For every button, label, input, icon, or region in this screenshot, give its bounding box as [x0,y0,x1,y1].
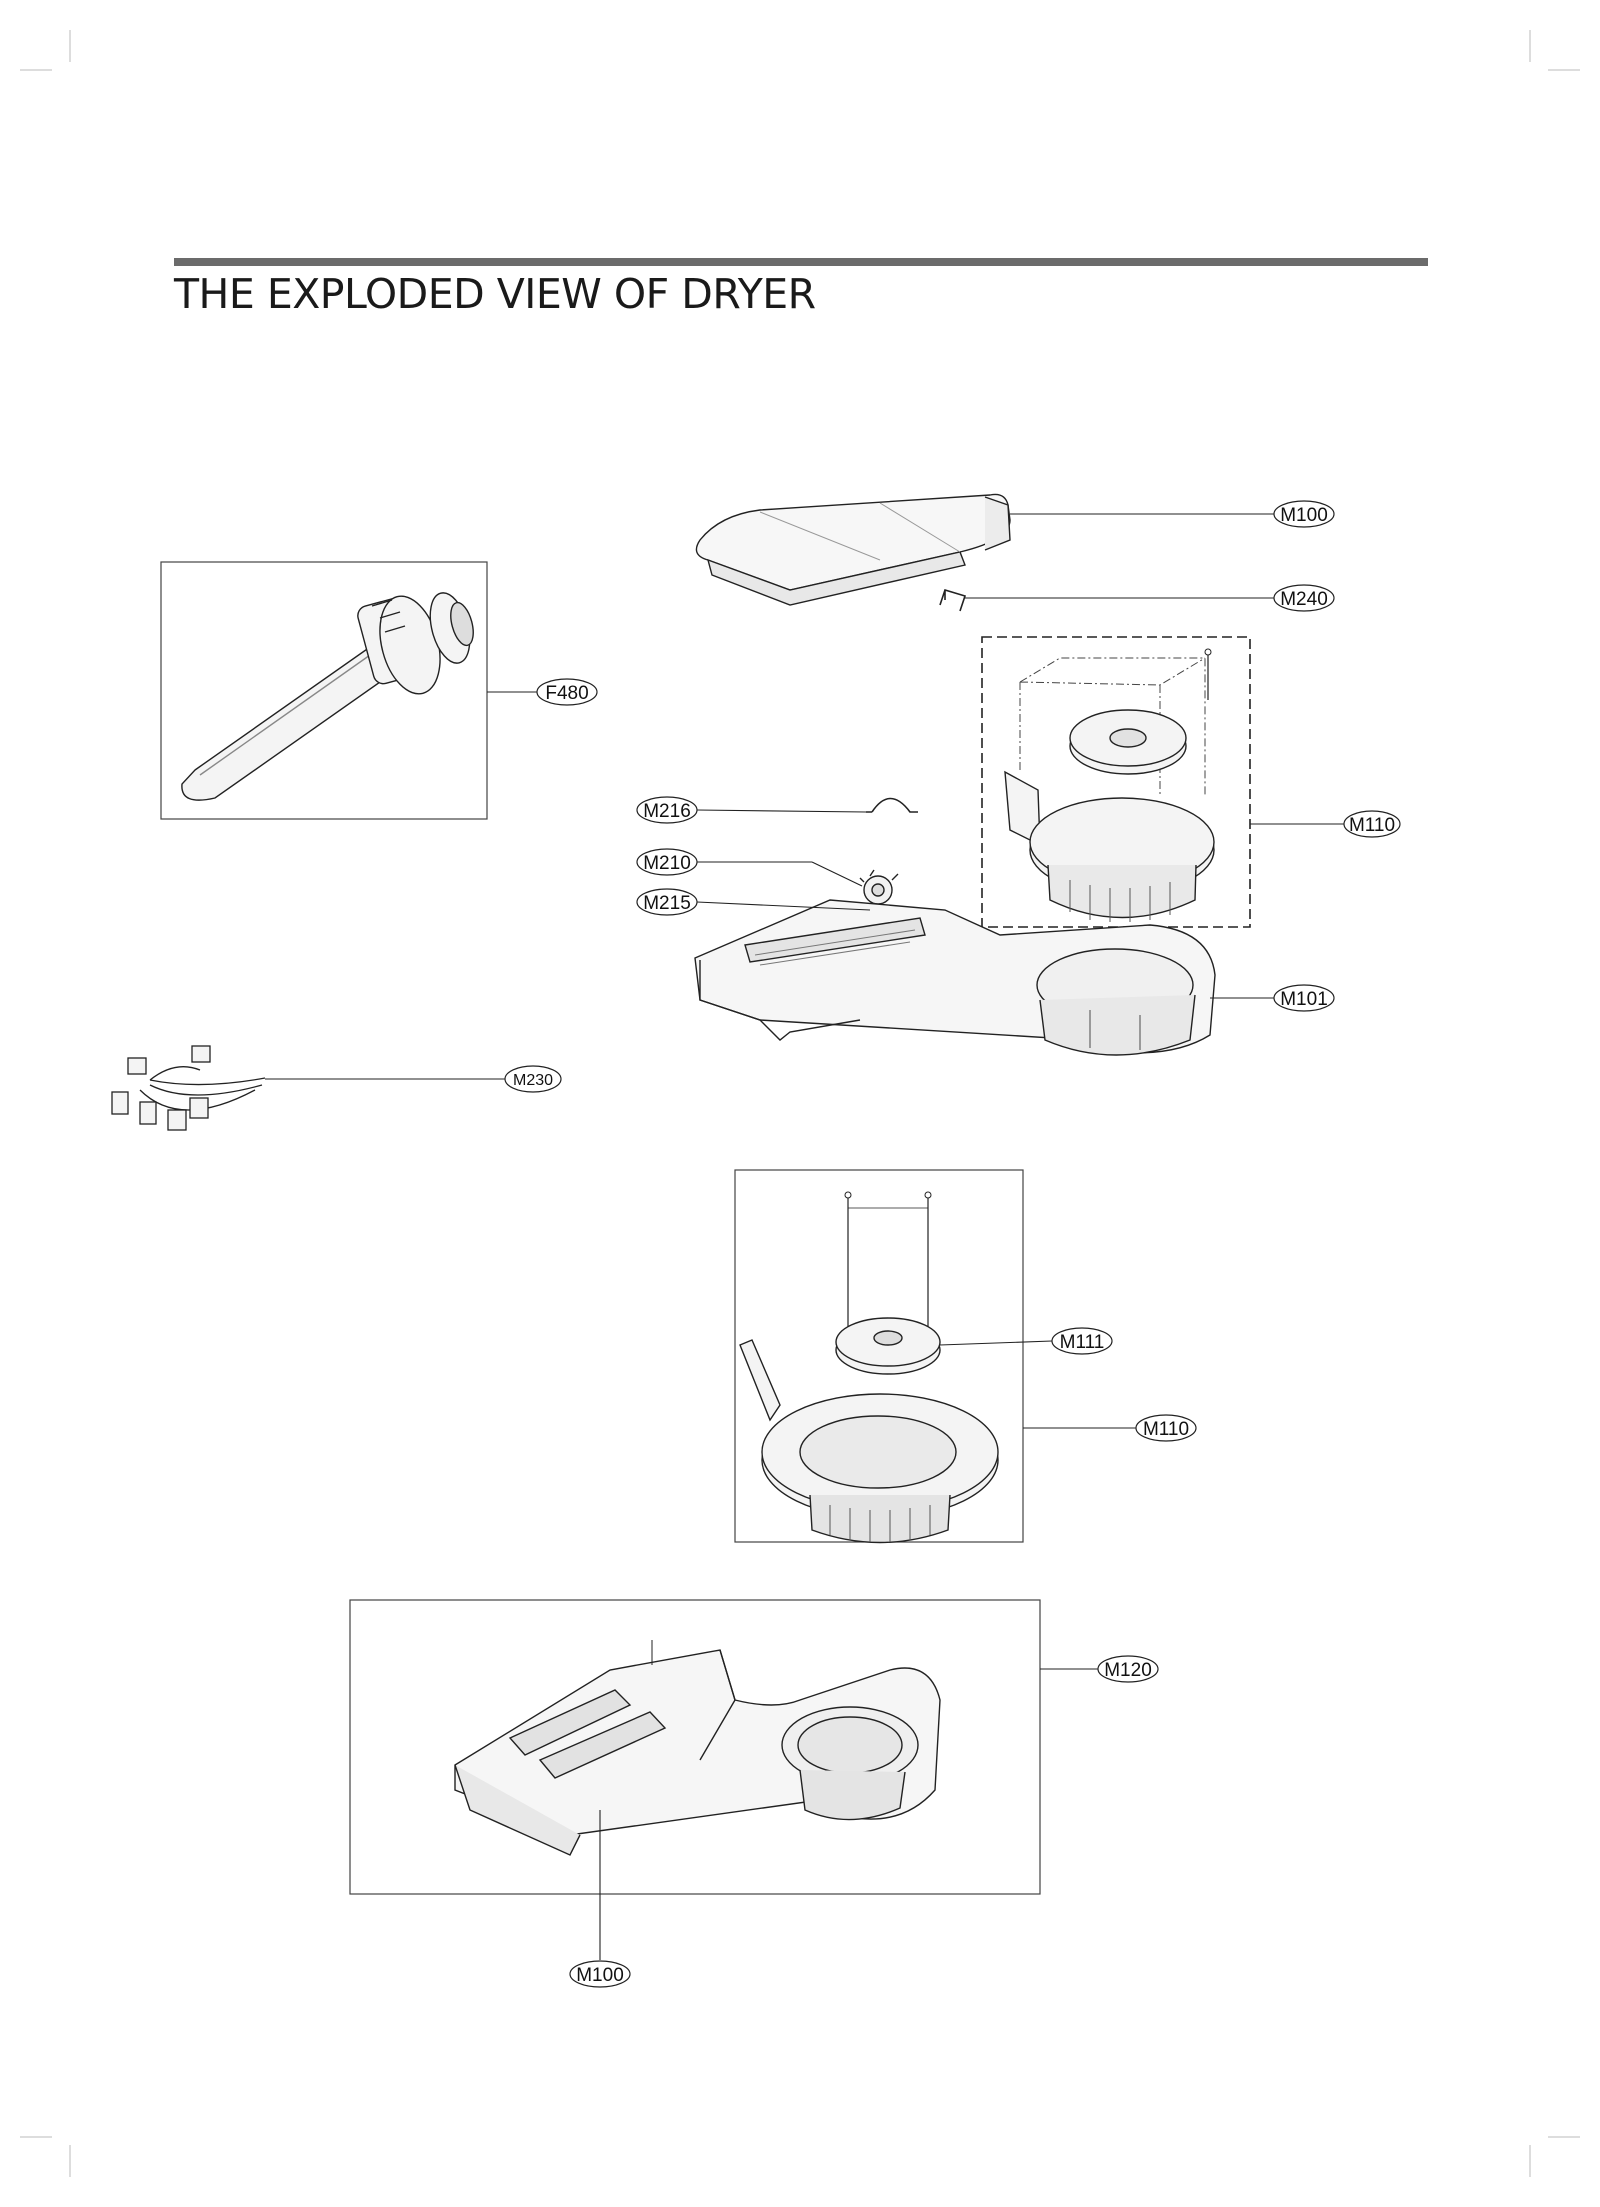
label-m215: M215 [636,888,698,916]
label-m230-text: M230 [513,1072,553,1089]
label-m215-text: M215 [643,893,691,914]
label-m100-top: M100 [1273,500,1335,528]
crop-marks [20,30,1580,2177]
m101-housing-illustration [694,899,1216,1056]
label-m110-mid: M110 [1135,1414,1197,1442]
m120-assembly-box [349,1599,1041,1895]
label-m230: M230 [504,1065,562,1093]
label-m101-text: M101 [1280,989,1328,1010]
m100-top-cover-illustration [695,493,1011,606]
m210-sensor-illustration [859,869,899,905]
labels: M100 M240 F480 M110 M216 M210 [504,500,1401,1988]
label-m120-text: M120 [1104,1660,1152,1681]
label-m210-text: M210 [643,853,691,874]
page-title: THE EXPLODED VIEW OF DRYER [174,270,816,318]
label-m100-bottom-text: M100 [576,1965,624,1986]
label-f480-text: F480 [545,683,588,704]
label-f480: F480 [536,678,598,706]
m240-clip-illustration [939,589,967,612]
f480-part-box [160,561,488,820]
label-m110-top: M110 [1343,810,1401,838]
label-m216-text: M216 [643,801,691,822]
label-m100-top-text: M100 [1280,505,1328,526]
label-m216: M216 [636,796,698,824]
label-m111: M111 [1051,1327,1113,1355]
label-m101: M101 [1273,984,1335,1012]
leader-lines [265,513,1344,1960]
header-rule [174,258,1428,266]
label-m110-top-text: M110 [1349,815,1395,836]
label-m111-text: M111 [1060,1332,1105,1353]
label-m240-text: M240 [1280,589,1328,610]
f480-illustration [181,592,474,801]
m110-motor-box [734,1169,1024,1544]
m110-dashed-assembly [981,636,1251,928]
label-m100-bottom: M100 [569,1960,631,1988]
m216-bracket-illustration [866,797,918,813]
m230-harness-illustration [111,1045,266,1131]
label-m240: M240 [1273,584,1335,612]
label-m120: M120 [1097,1655,1159,1683]
label-m110-mid-text: M110 [1143,1419,1189,1440]
label-m210: M210 [636,848,698,876]
